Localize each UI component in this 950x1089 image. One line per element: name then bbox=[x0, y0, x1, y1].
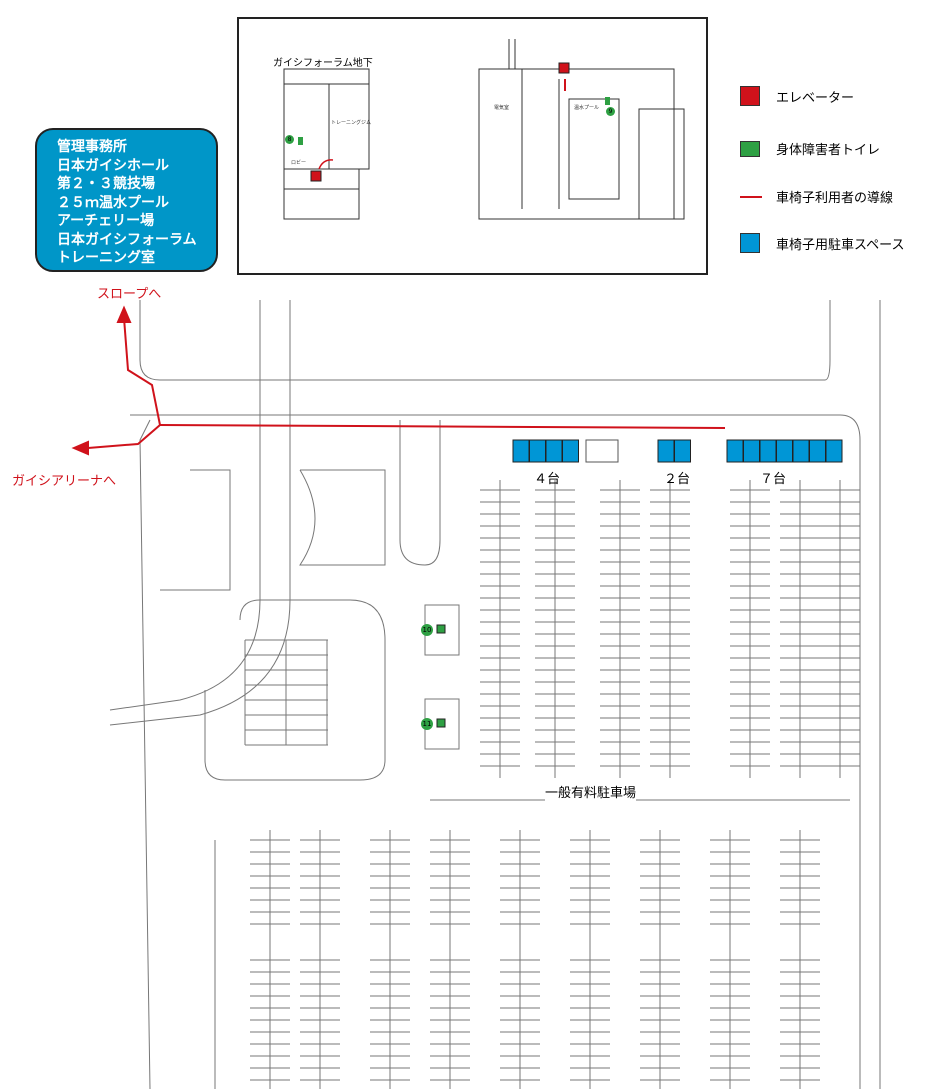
legend-label: 身体障害者トイレ bbox=[776, 143, 881, 158]
facility-item: 管理事務所 bbox=[57, 139, 127, 155]
wheelchair-parking-space bbox=[759, 439, 777, 463]
legend-label: 車椅子利用者の導線 bbox=[776, 191, 894, 206]
toilet-number-8: 8 bbox=[285, 135, 294, 144]
electric-room-label: 電気室 bbox=[494, 105, 510, 111]
toilet-icon bbox=[436, 624, 446, 634]
restroom-building bbox=[424, 698, 460, 750]
wheelchair-count-4: ４台 bbox=[534, 472, 561, 487]
legend-route: 車椅子利用者の導線 bbox=[740, 187, 893, 206]
toilet-icon bbox=[740, 140, 760, 157]
toilet-number-9: 9 bbox=[606, 107, 615, 116]
lobby-label: ロビー bbox=[291, 160, 307, 166]
legend-wheelchair-parking: 車椅子用駐車スペース bbox=[740, 233, 904, 253]
wheelchair-parking-space bbox=[545, 439, 563, 463]
wheelchair-parking-space bbox=[743, 439, 760, 463]
wheelchair-parking-space bbox=[657, 439, 675, 463]
wheelchair-parking-spaces bbox=[512, 439, 843, 463]
to-slope-label: スロープへ bbox=[97, 287, 162, 302]
wheelchair-count-7: ７台 bbox=[760, 472, 787, 487]
facility-item: ２５ｍ温水プール bbox=[57, 194, 169, 211]
facility-item: 第２・３競技場 bbox=[57, 176, 155, 192]
to-arena-label: ガイシアリーナへ bbox=[12, 474, 117, 489]
elevator-icon bbox=[558, 62, 570, 74]
general-parking-label: 一般有料駐車場 bbox=[545, 782, 637, 801]
wheelchair-parking-space bbox=[825, 439, 843, 463]
inset-title: ガイシフォーラム地下 bbox=[273, 58, 373, 69]
wheelchair-parking-space bbox=[726, 439, 744, 463]
facility-item: トレーニング室 bbox=[57, 250, 155, 266]
wheelchair-parking-space bbox=[792, 439, 810, 463]
road-outline bbox=[109, 300, 261, 711]
road-outline bbox=[130, 414, 861, 1089]
floor-plan bbox=[283, 39, 685, 220]
toilet-icon bbox=[605, 97, 610, 105]
road-outline bbox=[139, 300, 831, 381]
route-line-icon bbox=[740, 195, 762, 198]
toilet-icon bbox=[436, 718, 446, 728]
facility-item: 日本ガイシフォーラム bbox=[57, 231, 197, 248]
toilet-icon bbox=[298, 137, 303, 145]
facility-item: アーチェリー場 bbox=[57, 213, 155, 229]
wheelchair-parking-space bbox=[674, 439, 691, 463]
wheelchair-parking-space bbox=[562, 439, 579, 463]
pool-label: 温水プール bbox=[574, 105, 600, 111]
road-outline bbox=[399, 420, 441, 566]
wheelchair-parking-space bbox=[529, 439, 546, 463]
legend-label: エレベーター bbox=[776, 90, 855, 106]
road-outline bbox=[139, 419, 151, 1089]
parking-kiosk bbox=[585, 439, 619, 463]
facility-list-box: 管理事務所 日本ガイシホール 第２・３競技場 ２５ｍ温水プール アーチェリー場 … bbox=[35, 128, 218, 272]
toilet-number-11: 11 bbox=[421, 718, 433, 730]
elevator-icon bbox=[740, 86, 760, 106]
parking-space-icon bbox=[740, 233, 760, 253]
elevator-icon bbox=[310, 170, 322, 182]
wheelchair-parking-space bbox=[776, 439, 793, 463]
road-outline bbox=[109, 300, 291, 726]
wheelchair-count-2: ２台 bbox=[664, 472, 691, 487]
legend-toilet: 身体障害者トイレ bbox=[740, 139, 880, 158]
toilet-number-10: 10 bbox=[421, 624, 433, 636]
legend-label: 車椅子用駐車スペース bbox=[776, 237, 905, 253]
gym-label: トレーニングジム bbox=[331, 120, 372, 126]
wheelchair-parking-space bbox=[809, 439, 826, 463]
restroom-building bbox=[424, 604, 460, 656]
legend-elevator: エレベーター bbox=[740, 86, 854, 106]
facility-item: 日本ガイシホール bbox=[57, 157, 169, 174]
wheelchair-parking-space bbox=[512, 439, 530, 463]
wheelchair-route bbox=[71, 305, 726, 456]
road-outline bbox=[160, 469, 231, 591]
road-outline bbox=[299, 469, 386, 566]
floor-plan-inset: ガイシフォーラム地下 トレーニングジム ロビー 電気室 温水プール 8 9 bbox=[237, 17, 708, 275]
road-outline bbox=[204, 599, 386, 781]
route-arrow-icon bbox=[318, 159, 334, 170]
